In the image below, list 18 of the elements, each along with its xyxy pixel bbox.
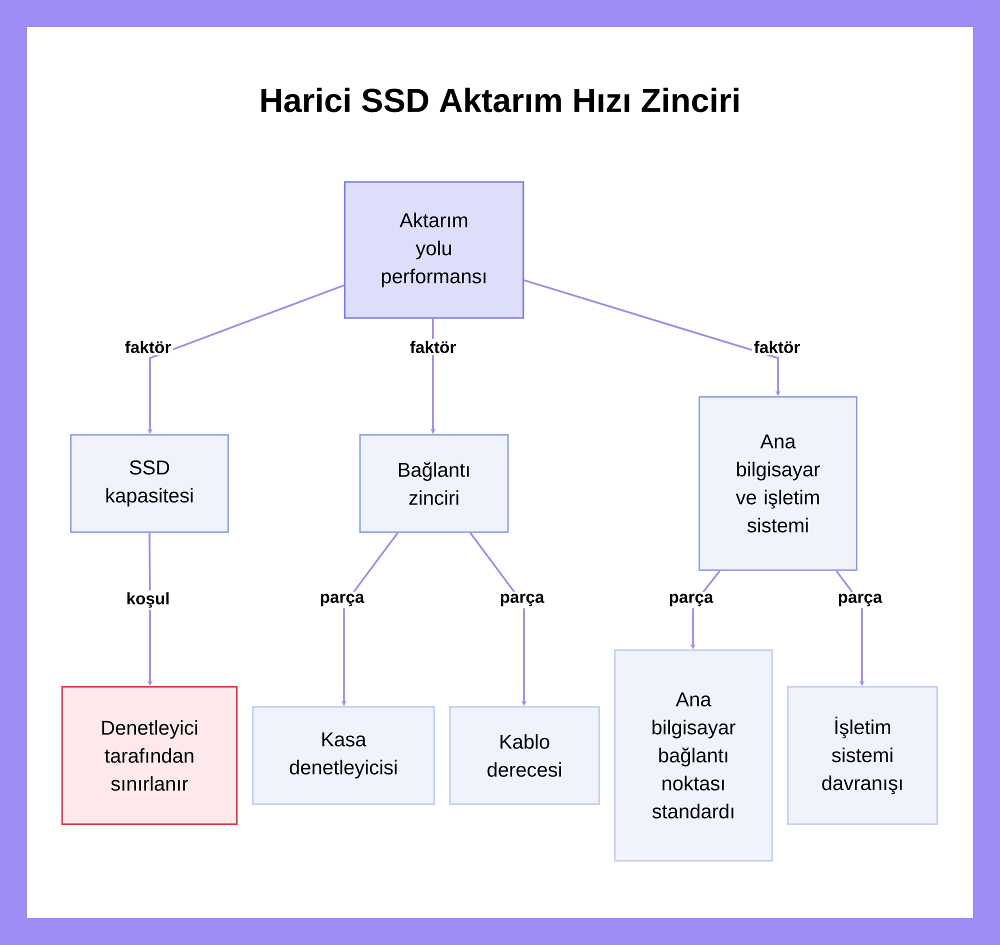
component-box: Kablo derecesi — [449, 706, 600, 805]
edge-label: faktör — [122, 338, 174, 356]
category-box: Ana bilgisayar ve işletim sistemi — [698, 396, 858, 571]
edge-label: parça — [318, 592, 366, 608]
title: Harici SSD Aktarım Hızı Zinciri — [261, 88, 738, 112]
root-box: Aktarım yolu performansı — [344, 181, 524, 319]
edge-label: parça — [836, 592, 884, 608]
component-box: Ana bilgisayar bağlantı noktası standardı — [614, 649, 773, 862]
edge-label: faktör — [752, 338, 802, 356]
component-box: İşletim sistemi davranışı — [787, 686, 938, 825]
category-box: SSD kapasitesi — [70, 434, 229, 533]
category-box: Bağlantı zinciri — [359, 434, 509, 533]
component-box: Kasa denetleyicisi — [252, 706, 435, 805]
edge-label: parça — [498, 592, 546, 608]
edge-label: koşul — [124, 590, 172, 610]
edge-label: parça — [666, 592, 716, 608]
condition-box: Denetleyici tarafından sınırlanır — [61, 686, 238, 825]
edge-label: faktör — [408, 338, 458, 356]
